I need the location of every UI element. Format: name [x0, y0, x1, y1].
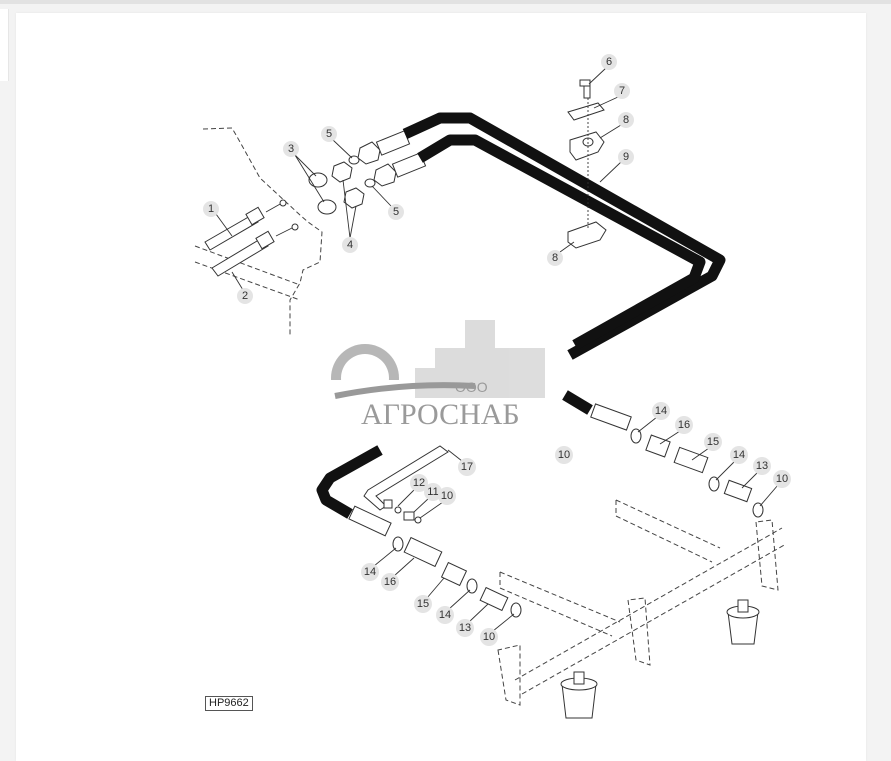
- watermark-prefix: ООО: [455, 379, 488, 395]
- svg-text:5: 5: [326, 128, 332, 140]
- svg-text:10: 10: [441, 490, 453, 502]
- svg-text:16: 16: [384, 576, 396, 588]
- svg-text:7: 7: [619, 85, 625, 97]
- watermark-logo: ООО АГРОСНАБ: [325, 320, 545, 431]
- callout-12: 12: [410, 474, 428, 492]
- callout-10: 10: [773, 470, 791, 488]
- leader-lines: [215, 67, 779, 632]
- svg-text:15: 15: [707, 436, 719, 448]
- svg-text:10: 10: [776, 473, 788, 485]
- tube-and-small-fittings: [363, 445, 449, 524]
- callout-9: 9: [618, 149, 634, 165]
- svg-text:14: 14: [655, 405, 667, 417]
- svg-text:12: 12: [413, 477, 425, 489]
- washers-nuts: [308, 130, 427, 215]
- hose-clamp: [567, 79, 607, 249]
- callout-16: 16: [381, 573, 399, 591]
- callout-3: 3: [283, 141, 299, 157]
- right-fittings: [590, 403, 764, 518]
- callout-14: 14: [730, 446, 748, 464]
- svg-text:10: 10: [483, 631, 495, 643]
- pipe-assembly: [204, 199, 299, 277]
- svg-text:4: 4: [347, 239, 353, 251]
- machine-outline: [194, 127, 323, 337]
- svg-text:13: 13: [459, 622, 471, 634]
- svg-text:11: 11: [427, 486, 438, 498]
- callout-10: 10: [480, 628, 498, 646]
- machine-frame: [497, 499, 787, 719]
- callout-7: 7: [614, 83, 630, 99]
- callout-16: 16: [675, 416, 693, 434]
- combine-harvester-icon: [415, 320, 545, 398]
- svg-text:2: 2: [242, 290, 248, 302]
- callout-14: 14: [652, 402, 670, 420]
- callout-4: 4: [342, 237, 358, 253]
- svg-text:8: 8: [552, 252, 558, 264]
- callout-10: 10: [555, 446, 573, 464]
- callout-8: 8: [547, 250, 563, 266]
- callout-10: 10: [438, 487, 456, 505]
- callout-1: 1: [203, 201, 219, 217]
- callout-8: 8: [618, 112, 634, 128]
- svg-text:17: 17: [461, 461, 473, 473]
- svg-text:14: 14: [439, 609, 451, 621]
- callout-2: 2: [237, 288, 253, 304]
- top-bar: [0, 0, 891, 4]
- callout-14: 14: [361, 563, 379, 581]
- left-side-panel: [0, 9, 9, 81]
- callout-5: 5: [321, 126, 337, 142]
- diagram-reference-code: HP9662: [205, 696, 253, 711]
- svg-text:1: 1: [208, 203, 214, 215]
- hydraulic-hoses: [316, 112, 726, 519]
- callout-17: 17: [458, 458, 476, 476]
- lower-fittings: [348, 505, 522, 618]
- callout-6: 6: [601, 54, 617, 70]
- svg-text:15: 15: [417, 598, 429, 610]
- svg-text:10: 10: [558, 449, 570, 461]
- callout-13: 13: [456, 619, 474, 637]
- svg-text:13: 13: [756, 460, 768, 472]
- callout-11: 11: [424, 483, 442, 501]
- svg-text:8: 8: [623, 114, 629, 126]
- watermark-brand: АГРОСНАБ: [361, 398, 520, 431]
- callout-15: 15: [414, 595, 432, 613]
- callout-15: 15: [704, 433, 722, 451]
- svg-text:16: 16: [678, 419, 690, 431]
- svg-text:3: 3: [288, 143, 294, 155]
- callout-5: 5: [388, 204, 404, 220]
- svg-text:14: 14: [364, 566, 376, 578]
- callout-14: 14: [436, 606, 454, 624]
- svg-text:6: 6: [606, 56, 612, 68]
- svg-text:5: 5: [393, 206, 399, 218]
- svg-text:14: 14: [733, 449, 745, 461]
- callout-13: 13: [753, 457, 771, 475]
- svg-text:9: 9: [623, 151, 629, 163]
